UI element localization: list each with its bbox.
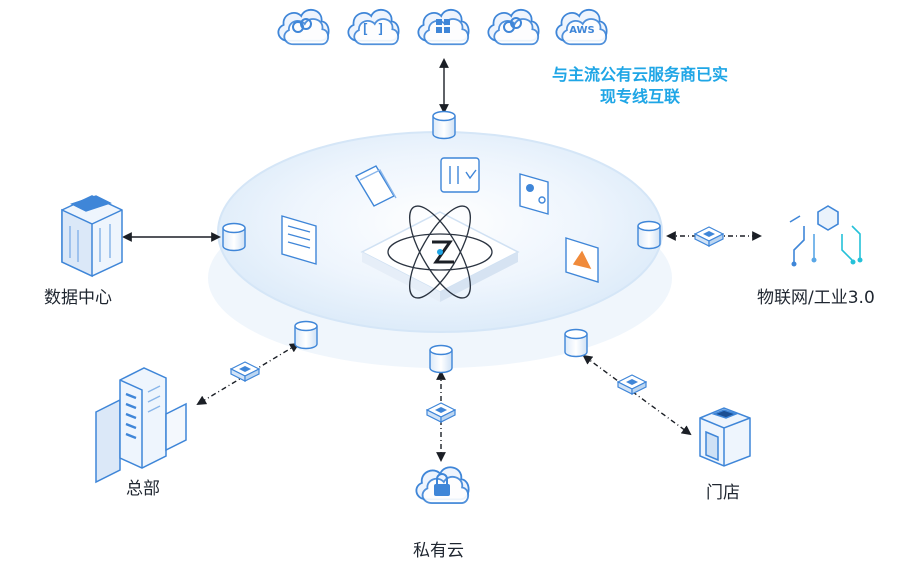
chart-tile-icon <box>565 237 599 283</box>
gateway-left <box>222 222 246 252</box>
list-tile-icon <box>281 215 317 265</box>
gateway-top <box>432 110 456 140</box>
profile-tile-icon <box>519 173 549 215</box>
label-store: 门店 <box>706 483 740 503</box>
link-hq <box>196 342 300 406</box>
cloud-provider-4-icon <box>487 8 540 46</box>
iot-circuit-icon <box>789 205 863 267</box>
callout-text: 与主流公有云服务商已实 现专线互联 <box>500 64 780 108</box>
private-cloud-icon <box>415 466 470 504</box>
gateway-bottom-left <box>294 320 318 350</box>
link-store <box>582 354 692 436</box>
cloud-provider-1-icon <box>277 8 330 46</box>
platform-services <box>281 157 599 283</box>
chip-hq <box>230 361 260 382</box>
connections <box>122 58 762 462</box>
cloud-provider-3-icon <box>417 8 470 46</box>
label-datacenter: 数据中心 <box>44 288 112 308</box>
document-tile-icon <box>355 165 397 207</box>
core-platform-icon <box>360 205 520 302</box>
callout-line-2: 现专线互联 <box>599 87 680 106</box>
callout-line-1: 与主流公有云服务商已实 <box>551 65 728 84</box>
aws-glyph: AWS <box>569 25 595 36</box>
gateway-bottom <box>429 344 453 374</box>
public-clouds: [ ] AWS <box>277 8 608 46</box>
svg-text:[ ]: [ ] <box>361 22 384 37</box>
label-iot: 物联网/工业3.0 <box>757 288 875 308</box>
datacenter-icon <box>61 195 123 278</box>
label-private-cloud: 私有云 <box>413 541 464 561</box>
gateway-bottom-right <box>564 328 588 358</box>
store-icon <box>699 407 751 467</box>
cloud-provider-2-icon: [ ] <box>347 8 400 46</box>
settings-tile-icon <box>440 157 480 193</box>
chip-store <box>617 374 647 395</box>
chip-private-cloud <box>426 402 456 423</box>
label-hq: 总部 <box>126 479 160 499</box>
gateway-right <box>637 220 661 250</box>
chip-iot <box>694 226 724 247</box>
headquarters-icon <box>95 367 187 484</box>
cloud-provider-aws-icon: AWS <box>555 8 608 46</box>
